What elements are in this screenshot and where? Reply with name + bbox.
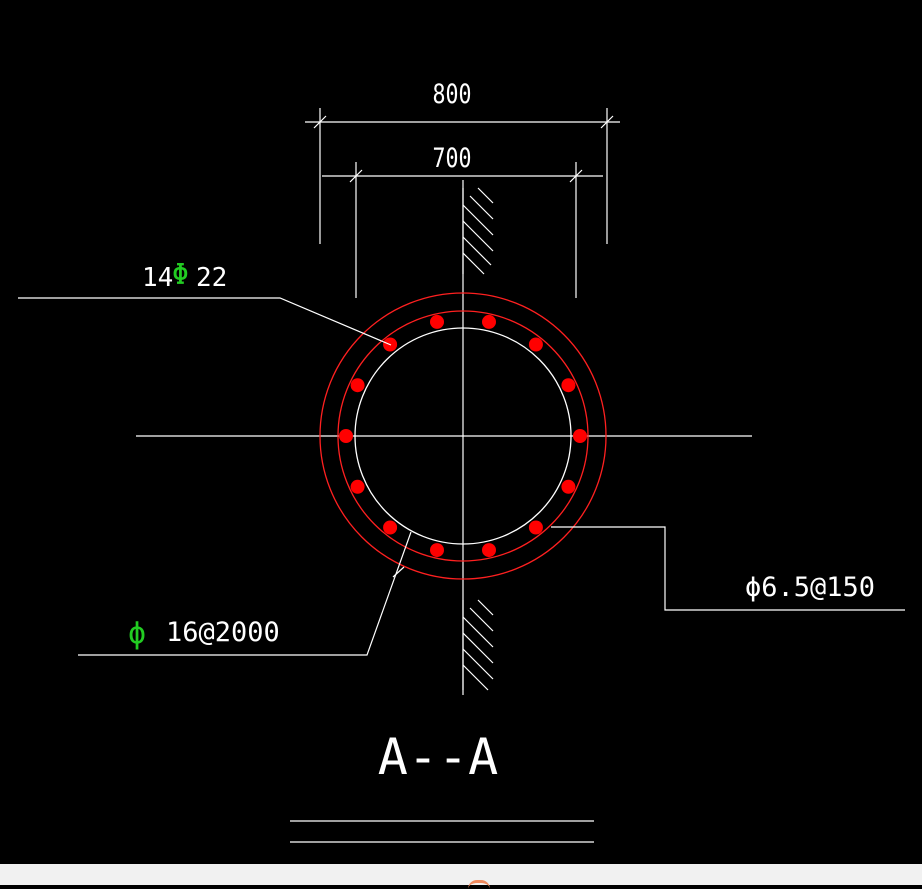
rebar-dot [350,479,365,494]
rebar-dot [350,378,365,393]
rebar-dot [482,543,496,558]
outer-circle [319,292,607,580]
rebar-dot [430,314,444,329]
main-bars-count: 14 [142,263,173,293]
hatch-bottom [462,599,494,691]
cad-drawing: 800 700 14 Φ 22 ϕ6.5@150 ϕ 16@2000 A--A [18,78,905,843]
leader-main-bars [18,297,392,346]
rebar-dot [482,314,496,329]
leader-spiral [551,526,905,611]
bottom-strip [0,864,922,885]
dimension-800-text: 800 [433,78,472,110]
rebar-dot [528,337,543,352]
dimension-700 [322,162,603,298]
leader-stiffener-tick [392,566,405,578]
rebar-dot [430,543,444,558]
spiral-label: ϕ6.5@150 [745,572,875,603]
rebar-dot [383,520,398,535]
hatch-top [462,187,494,275]
section-title: A--A [378,728,498,786]
dimension-800 [305,108,620,244]
rebar-dot [573,429,587,443]
rebar-dot [561,479,576,494]
main-bars-diameter: 22 [196,263,227,293]
strip-mark-icon [468,880,490,889]
rebar-ring [337,310,589,562]
rebar-dot [528,520,543,535]
stiffener-symbol: ϕ [128,616,146,651]
main-bars-symbol: Φ [172,258,189,291]
leader-stiffener [78,531,412,656]
inner-circle [354,327,572,545]
dimension-700-text: 700 [433,142,472,174]
rebar-dot [339,429,353,443]
stiffener-label: 16@2000 [166,617,280,648]
rebar-dot [561,378,576,393]
rebar-group [339,314,587,558]
